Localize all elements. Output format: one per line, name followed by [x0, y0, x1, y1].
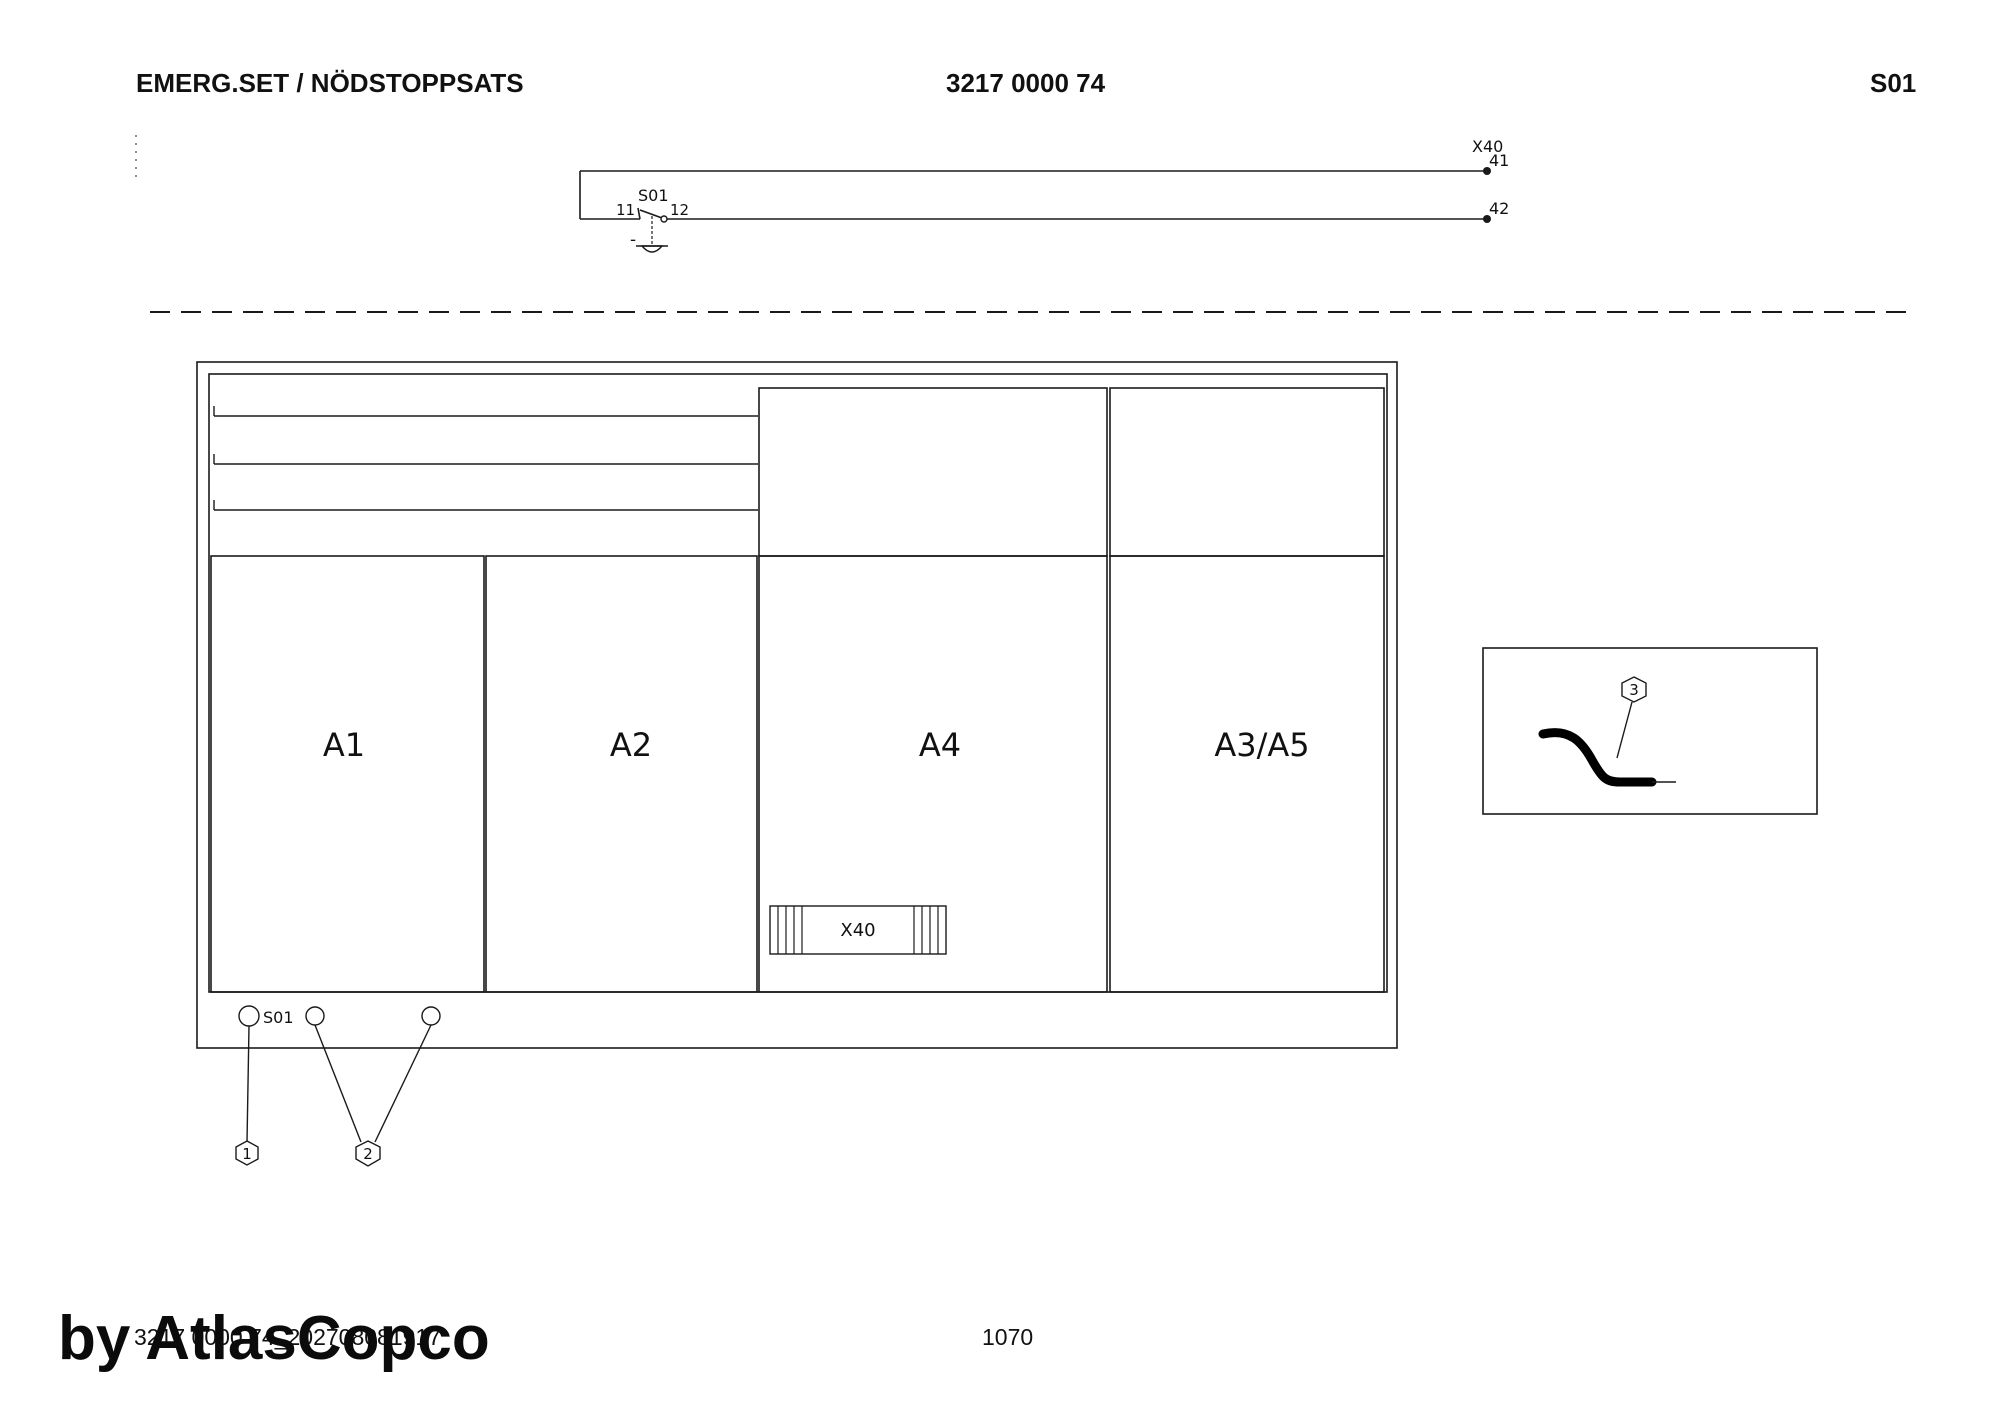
terminal-41-label: 41 [1489, 151, 1509, 170]
compartment-a2-label: A2 [610, 726, 652, 764]
callout-1-label: 1 [242, 1145, 252, 1163]
part-number: 3217 0000 74 [946, 68, 1106, 98]
callout-1-hexagon [235, 1140, 259, 1166]
terminal-42-label: 42 [1489, 199, 1509, 218]
s01-pushbutton [238, 1005, 260, 1027]
cable-ducts [213, 406, 758, 511]
switch-pin-12: 12 [670, 201, 689, 219]
cable-icon [1538, 728, 1657, 787]
cabinet-outer-frame [196, 361, 1398, 1049]
terminal-block-label: X40 [1472, 137, 1503, 156]
compartment-a1 [210, 555, 485, 993]
compartment-a1-label: A1 [323, 726, 365, 764]
switch-name-label: S01 [638, 186, 669, 205]
leader-line-1 [246, 1025, 250, 1143]
terminal-41-dot [1483, 167, 1491, 175]
switch-actuator-mark: - [630, 230, 636, 250]
brand-watermark: by AtlasCopco [58, 1304, 490, 1373]
cable-detail-frame [1482, 647, 1818, 815]
compartment-a3a5 [1109, 555, 1385, 993]
upper-box-a3a5 [1109, 387, 1385, 557]
cabinet-inner-frame [208, 373, 1388, 993]
door-component-right [421, 1006, 441, 1026]
callout-3-hexagon [1621, 676, 1647, 703]
door-component-left [305, 1006, 325, 1026]
cabinet-layout: A1 A2 A4 A3/A5 X40 S01 1 2 [196, 361, 1398, 1167]
leader-line-2a [314, 1024, 362, 1143]
document-title: EMERG.SET / NÖDSTOPPSATS [136, 68, 524, 98]
sheet-code: S01 [1870, 68, 1917, 98]
compartment-a2 [485, 555, 758, 993]
s01-switch-symbol [636, 207, 668, 253]
terminal-42-dot [1483, 215, 1491, 223]
compartment-a4 [758, 555, 1108, 993]
document-id: 3217 0000 74_202708081917 [134, 1324, 441, 1350]
cable-detail: 3 [1482, 647, 1818, 815]
callout-2-label: 2 [363, 1145, 373, 1163]
switch-pin-11: 11 [616, 201, 635, 219]
compartment-a3a5-label: A3/A5 [1214, 726, 1309, 764]
upper-box-a4 [758, 387, 1108, 557]
x40-terminal-label: X40 [840, 920, 875, 941]
page-number: 1070 [982, 1324, 1034, 1350]
s01-pushbutton-label: S01 [263, 1008, 294, 1027]
callout-2-hexagon [355, 1140, 381, 1167]
leader-line-2b [374, 1024, 432, 1143]
callout-3-label: 3 [1629, 681, 1639, 699]
x40-terminal-strip [769, 905, 947, 955]
compartment-a4-label: A4 [919, 726, 961, 764]
schematic: S01 11 12 - X40 41 42 [579, 137, 1509, 253]
leader-line-3 [1616, 701, 1633, 759]
